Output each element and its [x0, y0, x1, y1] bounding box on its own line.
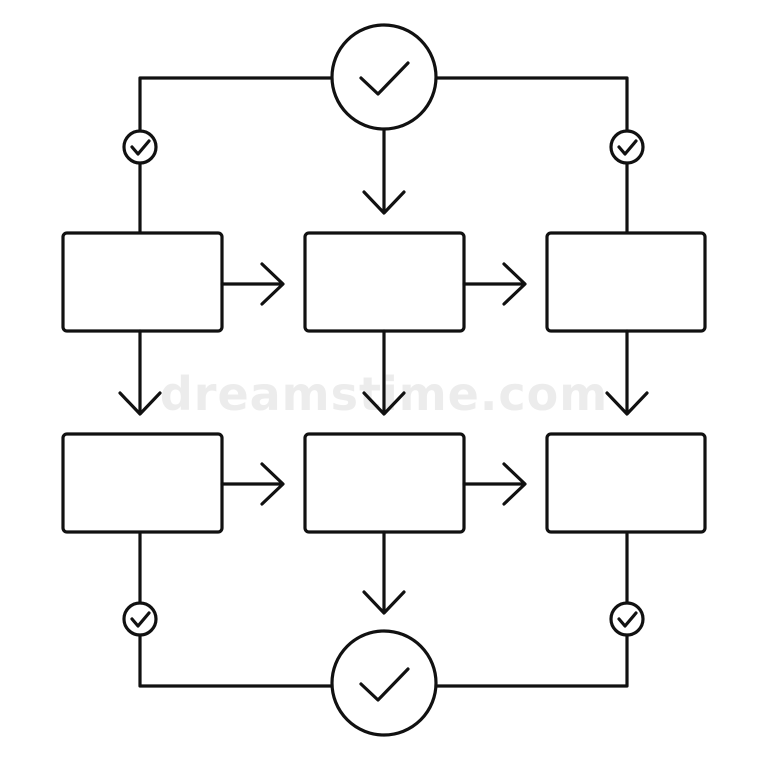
process-box-r1c3 [545, 231, 707, 333]
arrow-r1c2-to-r1c3 [462, 262, 527, 306]
check-badge-top-left [122, 129, 158, 165]
check-badge-bottom-left [122, 601, 158, 637]
process-box-r1c2 [303, 231, 466, 333]
process-box-r1c1 [61, 231, 224, 333]
check-badge-bottom-right [609, 601, 645, 637]
start-circle [330, 23, 438, 131]
end-circle [330, 629, 438, 737]
process-box-r2c3 [545, 432, 707, 534]
connector-top-frame [138, 76, 629, 234]
arrow-r2c1-to-r2c2 [220, 462, 285, 506]
checkmark-icon [359, 61, 410, 96]
arrow-r1c1-to-r1c2 [220, 262, 285, 306]
checkmark-icon [359, 667, 410, 702]
connector-bottom-frame [138, 532, 629, 688]
arrow-r2c2-to-end [362, 530, 406, 615]
arrow-r1c2-to-r2c2 [362, 329, 406, 416]
start-node [330, 23, 438, 131]
arrow-r1c3-to-r2c3 [605, 329, 649, 416]
process-box-r2c2 [303, 432, 466, 534]
process-box-r2c1 [61, 432, 224, 534]
check-badge-top-right [609, 129, 645, 165]
checkmark-icon [130, 139, 151, 156]
arrow-r2c2-to-r2c3 [462, 462, 527, 506]
arrow-start-to-r1c2 [362, 128, 406, 215]
arrow-r1c1-to-r2c1 [118, 329, 162, 416]
checkmark-icon [617, 611, 638, 628]
end-node [330, 629, 438, 737]
checkmark-icon [130, 611, 151, 628]
checkmark-icon [617, 139, 638, 156]
